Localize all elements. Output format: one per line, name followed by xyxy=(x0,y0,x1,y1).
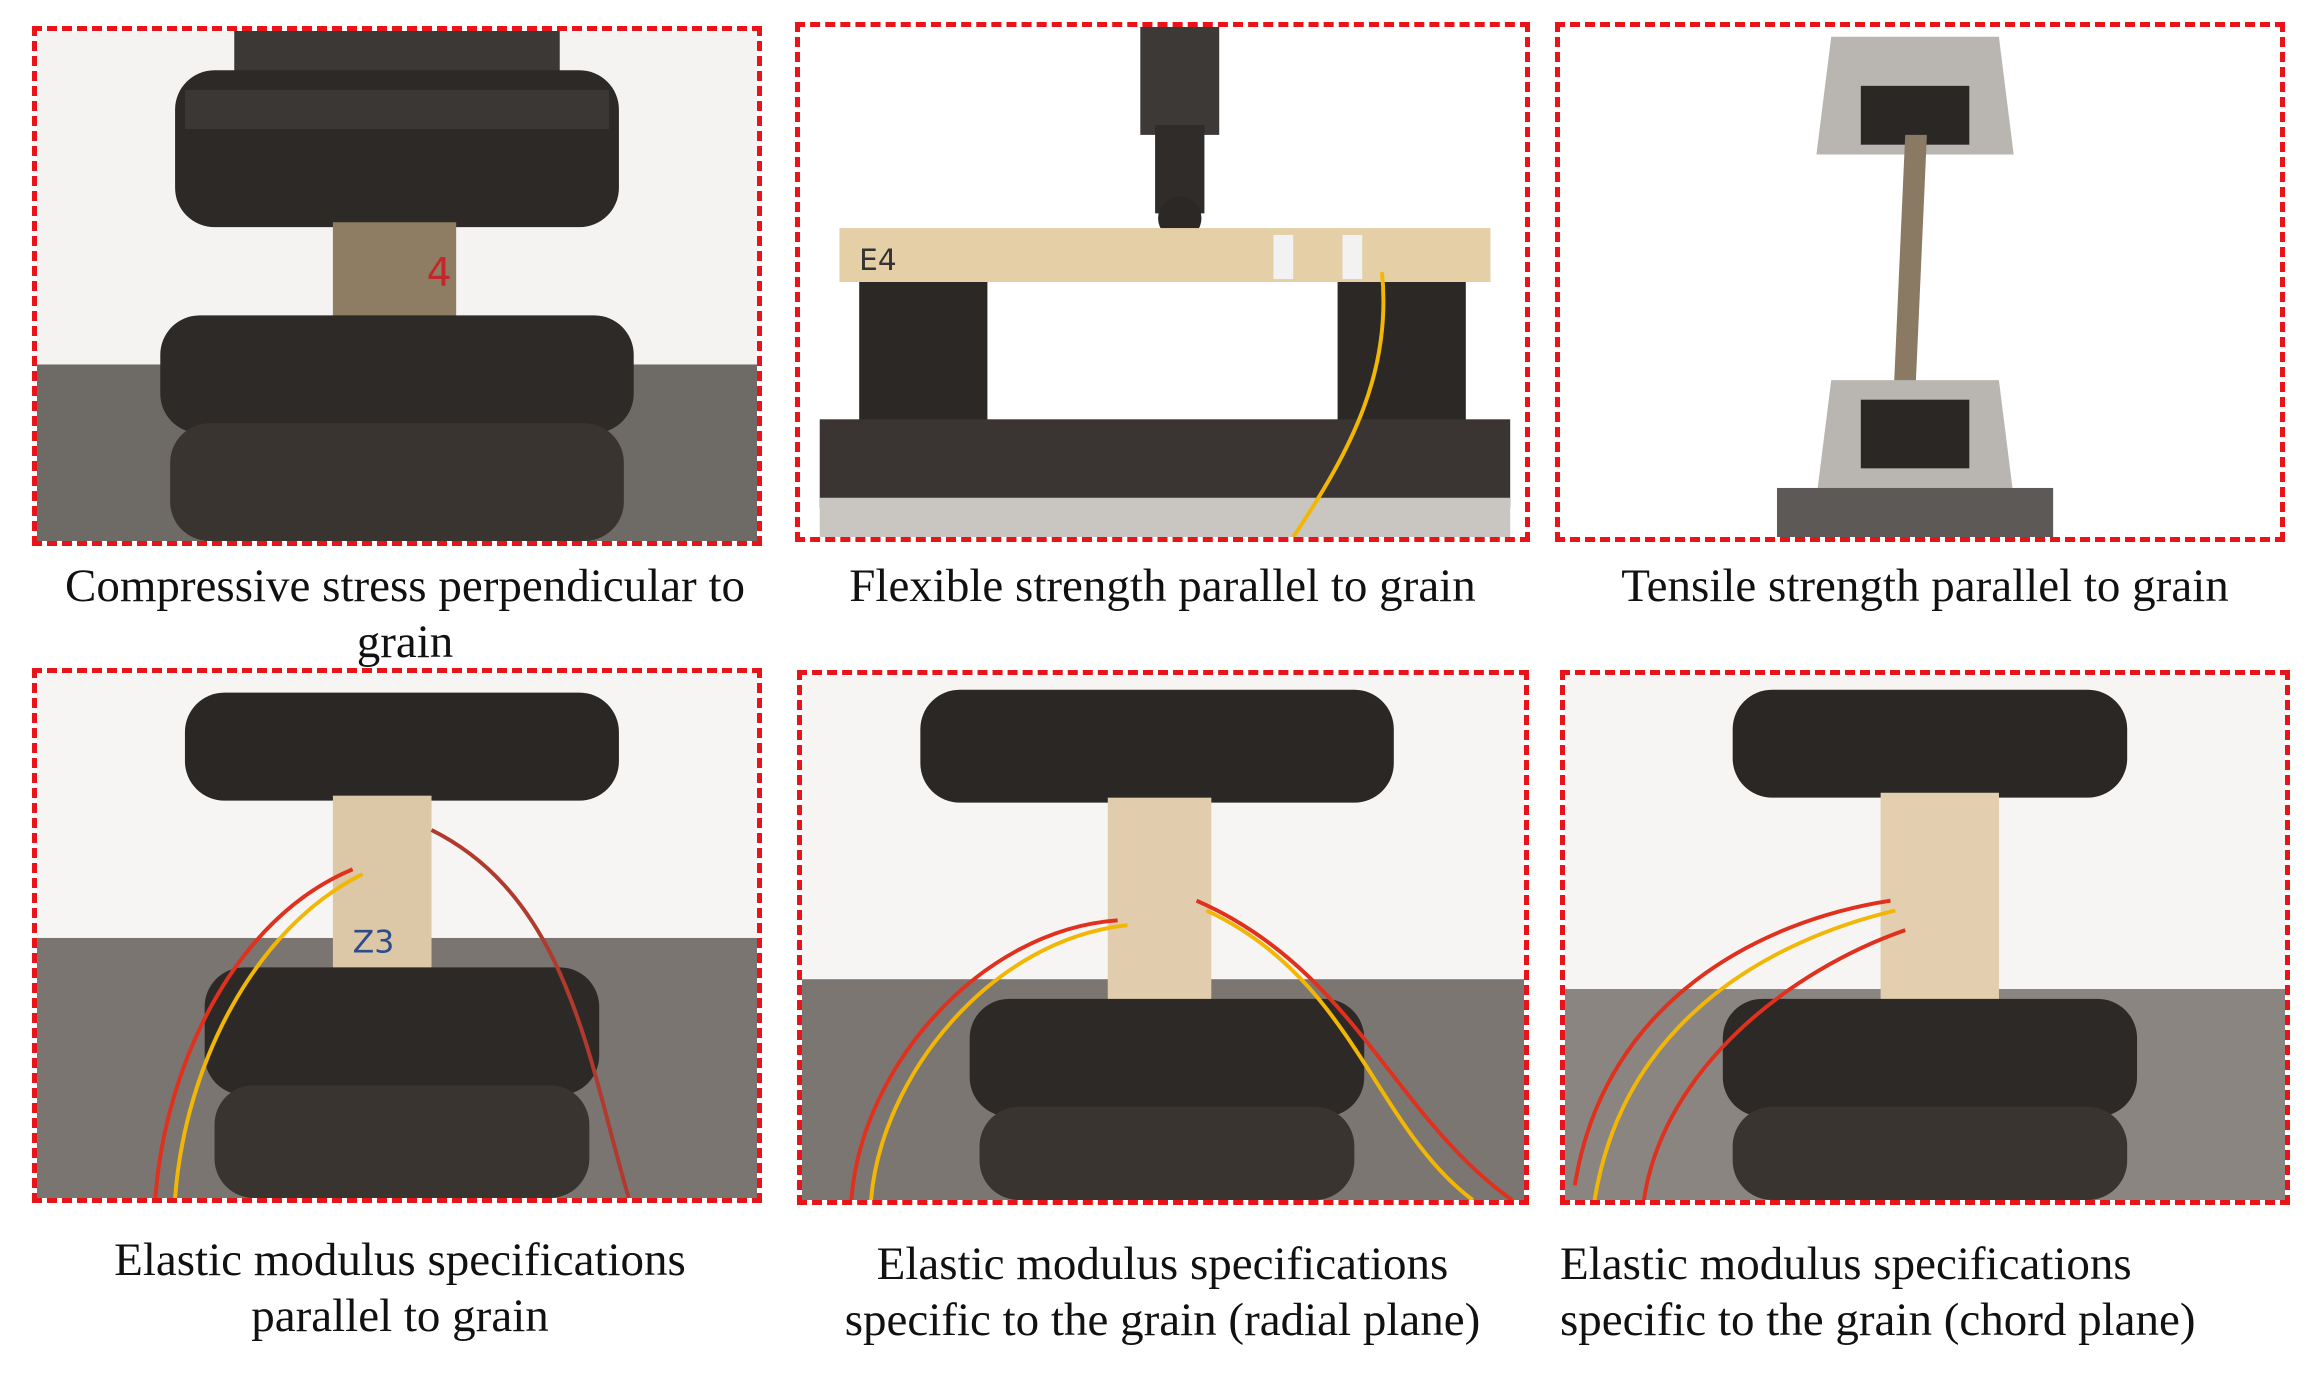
caption-elastic-parallel-line1: Elastic modulus specifications xyxy=(114,1234,686,1286)
photo-elastic-modulus-parallel: Z3 xyxy=(32,668,762,1203)
compression-press-illustration: 4 xyxy=(37,31,757,541)
specimen-label-p2: E4 xyxy=(859,243,897,277)
photo-elastic-modulus-radial xyxy=(797,670,1529,1205)
flexural-rig-illustration: E4 xyxy=(800,27,1525,537)
caption-elastic-radial: Elastic modulus specifications specific … xyxy=(790,1236,1535,1348)
specimen-label-p1: 4 xyxy=(427,250,452,296)
caption-elastic-chord-line2: specific to the grain (chord plane) xyxy=(1560,1294,2196,1346)
photo-compression-perpendicular: 4 xyxy=(32,26,762,546)
specimen-label-p4: Z3 xyxy=(353,925,395,961)
photo-tensile-parallel xyxy=(1555,22,2285,542)
caption-compression-perpendicular: Compressive stress perpendicular to grai… xyxy=(64,560,746,668)
photo-elastic-modulus-chord xyxy=(1560,670,2290,1205)
caption-flexural-parallel: Flexible strength parallel to grain xyxy=(849,560,1476,612)
photo-flexural-parallel: E4 xyxy=(795,22,1530,542)
elastic-chord-illustration xyxy=(1565,675,2285,1200)
caption-elastic-radial-line2: specific to the grain (radial plane) xyxy=(844,1294,1481,1346)
caption-tensile-parallel: Tensile strength parallel to grain xyxy=(1621,560,2229,612)
caption-elastic-chord-line1: Elastic modulus specifications xyxy=(1560,1238,2132,1290)
caption-elastic-radial-line1: Elastic modulus specifications xyxy=(876,1238,1449,1290)
caption-elastic-parallel: Elastic modulus specifications parallel … xyxy=(35,1232,765,1344)
elastic-radial-illustration xyxy=(802,675,1524,1200)
caption-elastic-chord: Elastic modulus specifications specific … xyxy=(1560,1236,2300,1348)
tensile-grip-illustration xyxy=(1560,27,2280,537)
caption-elastic-parallel-line2: parallel to grain xyxy=(251,1290,549,1342)
elastic-parallel-illustration: Z3 xyxy=(37,673,757,1198)
